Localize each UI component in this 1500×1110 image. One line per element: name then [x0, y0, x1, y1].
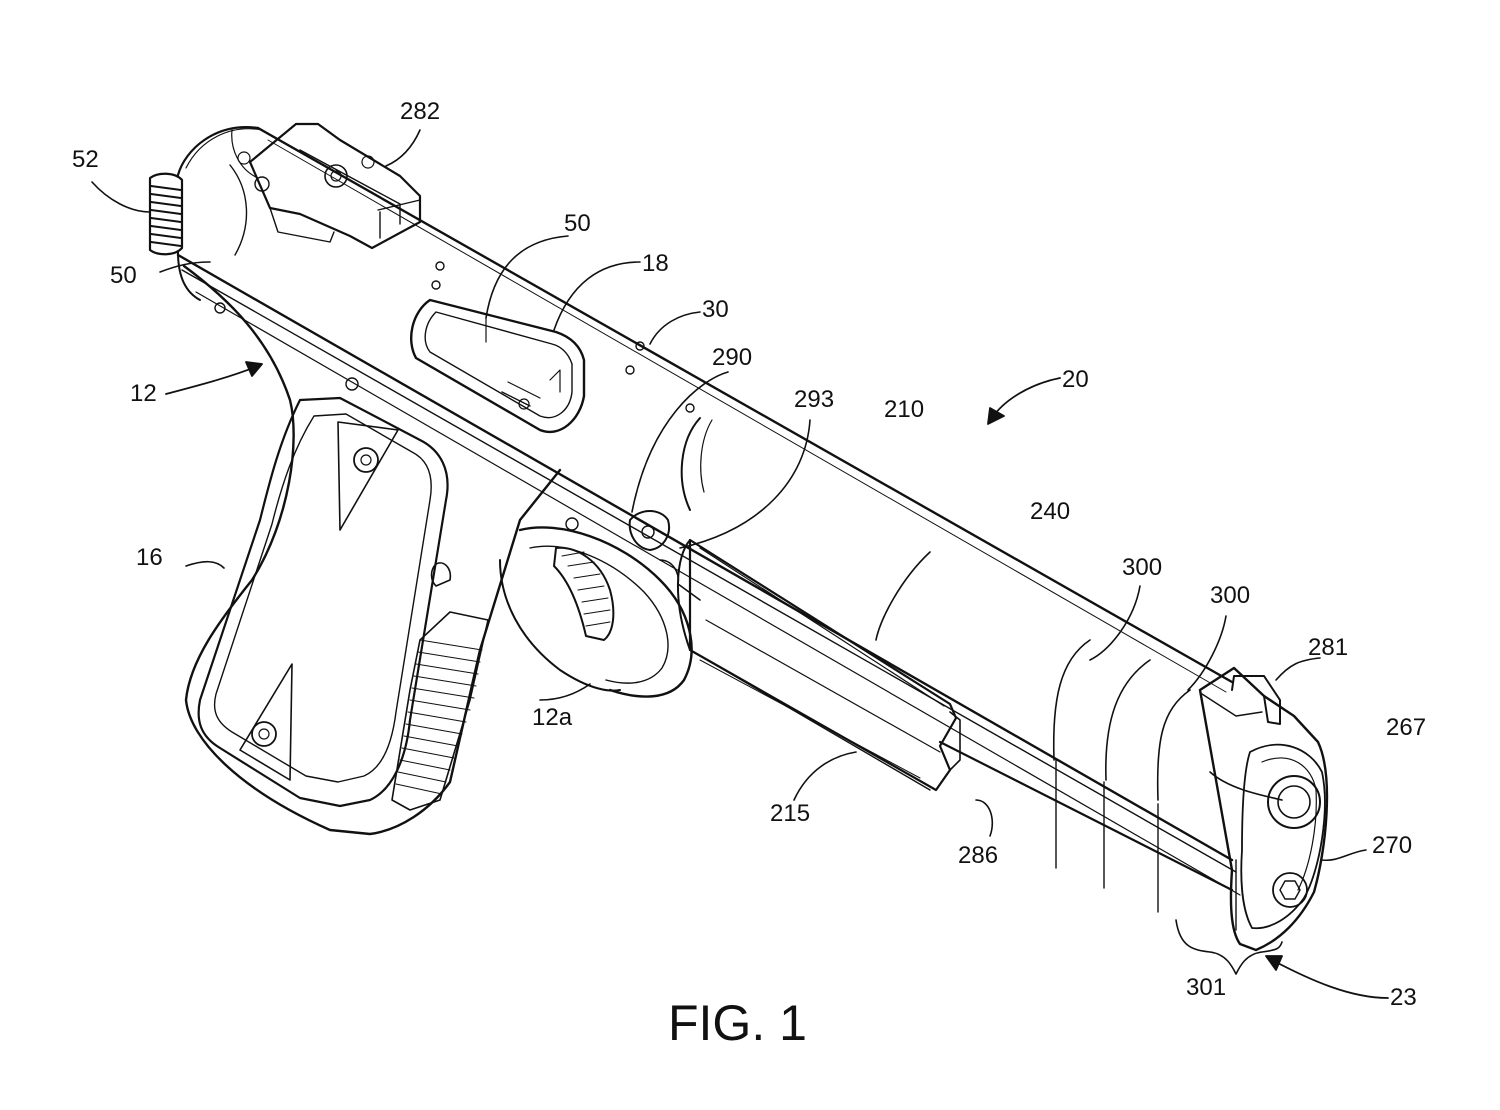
label-286: 286 [958, 842, 999, 869]
label-12a: 12a [532, 704, 573, 731]
front-strap-serrations [395, 639, 483, 795]
label-301: 301 [1186, 974, 1227, 1001]
trigger-guard [499, 526, 693, 698]
label-300-b: 300 [1210, 582, 1251, 609]
label-300-a: 300 [1122, 554, 1163, 581]
label-12: 12 [130, 380, 157, 407]
label-30: 30 [702, 296, 729, 323]
label-52: 52 [72, 146, 99, 173]
label-210: 210 [884, 396, 925, 423]
muzzle-cap [1198, 666, 1329, 952]
rear-sight [237, 122, 422, 250]
label-20: 20 [1062, 366, 1089, 393]
label-293: 293 [794, 386, 835, 413]
trigger-serrations [561, 551, 611, 627]
label-282: 282 [400, 98, 441, 125]
label-50-rear: 50 [110, 262, 137, 289]
figure-title: FIG. 1 [668, 995, 807, 1051]
rear-cap-knurl [148, 172, 184, 256]
ejection-port [409, 298, 586, 433]
label-281: 281 [1308, 634, 1349, 661]
leader-lines [91, 129, 1367, 975]
label-215: 215 [770, 800, 811, 827]
label-270: 270 [1372, 832, 1413, 859]
label-267: 267 [1386, 714, 1427, 741]
label-290: 290 [712, 344, 753, 371]
accessory-rail [676, 538, 961, 792]
arrows [165, 361, 1389, 999]
label-18: 18 [642, 250, 669, 277]
grip [182, 264, 562, 836]
label-23: 23 [1390, 984, 1417, 1011]
barrel-sleeve [680, 417, 1237, 931]
label-240: 240 [1030, 498, 1071, 525]
receiver-outline [176, 126, 1241, 896]
label-50-port: 50 [564, 210, 591, 237]
label-16: 16 [136, 544, 163, 571]
